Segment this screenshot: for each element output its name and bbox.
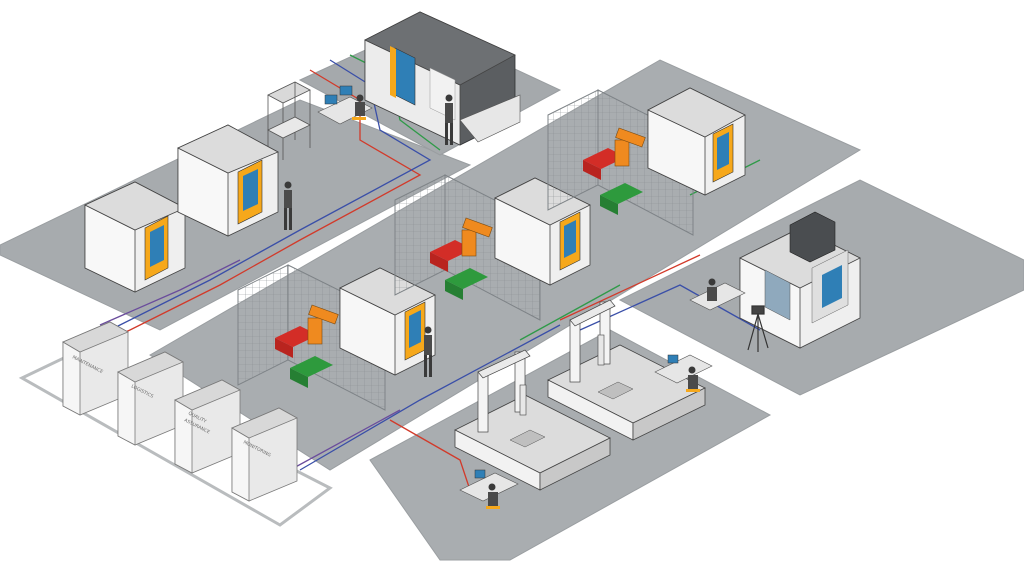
operator-desk-cnc (689, 278, 769, 352)
control-rooms: MAINTENANCE LOGISTICS QUALITY ASSURANCE … (18, 321, 333, 527)
bin-green (290, 356, 333, 377)
cabinet-quality-assurance: QUALITY ASSURANCE (174, 379, 241, 474)
operator-person (356, 94, 364, 102)
robot-cell-1 (237, 264, 436, 411)
cnc-mill-vertical (739, 211, 861, 349)
machining-center-left-2 (177, 124, 279, 237)
bin-red (275, 326, 318, 347)
cabinet-logistics: LOGISTICS (117, 351, 184, 446)
operator-desk-turning (317, 85, 373, 125)
cabinet-maintenance: MAINTENANCE (62, 321, 129, 416)
robot-cell-2 (394, 174, 591, 321)
tripod-camera (747, 305, 769, 352)
machining-center-left-1 (84, 181, 186, 293)
cabinet-monitoring: MONITORING (231, 407, 298, 502)
cmm-gantry-2 (547, 299, 706, 441)
operator-robot-cell-1 (424, 326, 432, 377)
cable-purple (99, 259, 401, 471)
control-room-outline (18, 353, 333, 527)
operator-left (284, 181, 292, 230)
robot-arm (307, 304, 339, 345)
robot-cell-3 (547, 87, 746, 236)
turning-center (364, 11, 521, 146)
tool-rack-tower (267, 81, 311, 160)
cmm-gantry-1 (454, 349, 611, 491)
operator-desk-cmm-right (654, 354, 713, 392)
operator-turning-center (445, 94, 453, 145)
operator-desk-cmm-left (459, 469, 519, 509)
